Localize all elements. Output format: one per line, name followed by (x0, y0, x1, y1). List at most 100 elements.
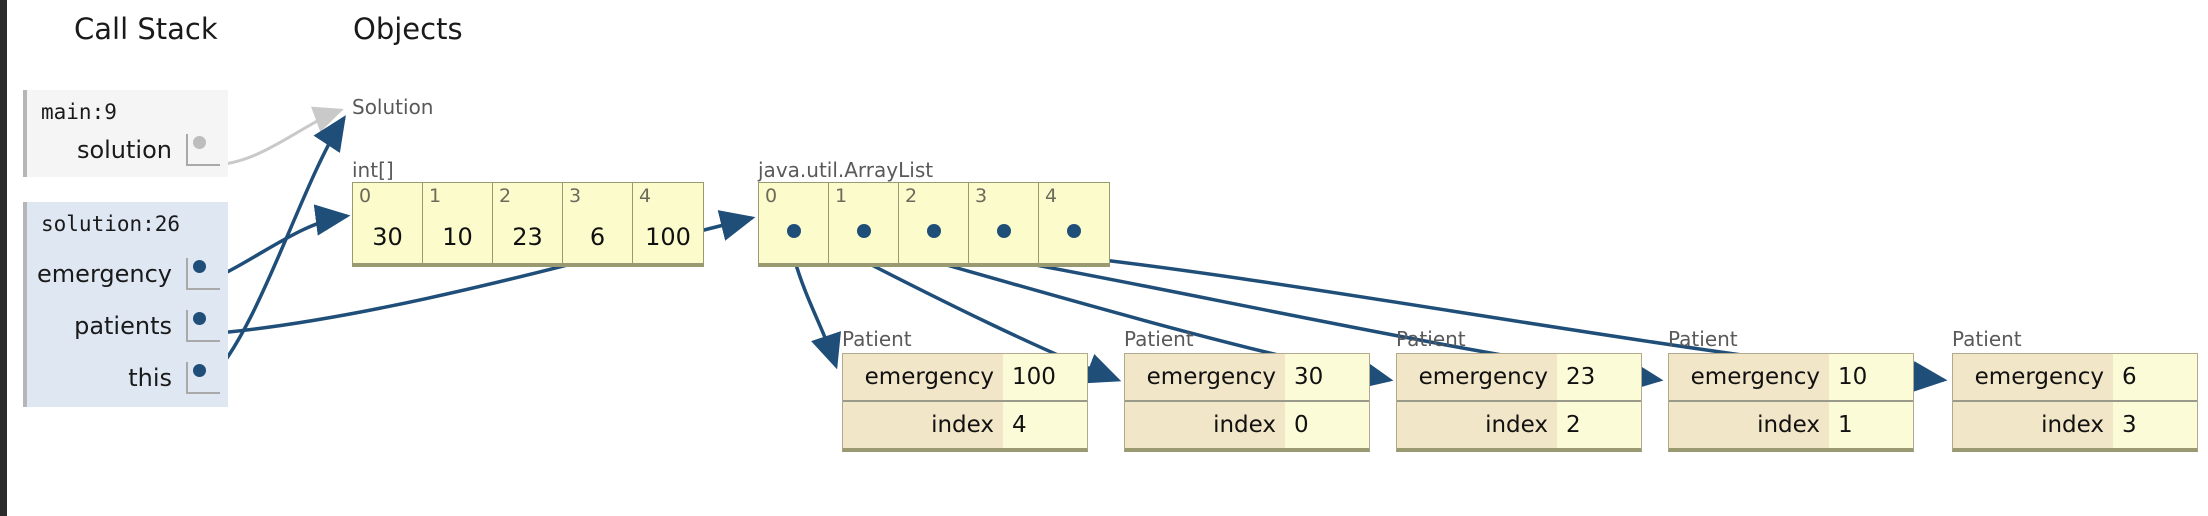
cell-index-label: 4 (639, 185, 652, 207)
cell-value: 100 (645, 223, 691, 251)
object-label-arraylist: java.util.ArrayList (758, 158, 934, 182)
record-field-value: 23 (1557, 354, 1641, 400)
record-field-name: index (843, 402, 1003, 448)
stack-frame-title: solution:26 (41, 212, 181, 236)
record-field-name: emergency (1125, 354, 1285, 400)
reference-dot-icon (193, 260, 206, 273)
patient-record[interactable]: emergency 6 index 3 (1952, 353, 2198, 452)
arraylist-cell[interactable]: 1 (829, 183, 899, 263)
arrow-emergency-to-int-array (206, 204, 351, 284)
stack-var-label: patients (74, 312, 172, 340)
record-field-name: emergency (1669, 354, 1829, 400)
stack-frame-main[interactable]: main:9 solution (23, 90, 228, 177)
stack-var-label: this (128, 364, 172, 392)
stack-frame-solution[interactable]: solution:26 emergency patients this (23, 202, 228, 407)
int-array-cell[interactable]: 4 100 (633, 183, 703, 263)
object-label-patient: Patient (1396, 327, 1466, 351)
int-array-cell[interactable]: 0 30 (353, 183, 423, 263)
left-edge-rail (0, 0, 7, 516)
record-row: emergency 23 (1397, 354, 1641, 402)
arrow-arraylist-0-to-patient-1 (792, 257, 841, 370)
record-field-value: 30 (1285, 354, 1369, 400)
record-field-value: 0 (1285, 402, 1369, 448)
cell-index-label: 3 (975, 185, 988, 207)
cell-value: 30 (372, 223, 403, 251)
object-label-patient: Patient (842, 327, 912, 351)
record-row: emergency 10 (1669, 354, 1913, 402)
stack-var-label: emergency (37, 260, 172, 288)
arraylist-cell[interactable]: 2 (899, 183, 969, 263)
cell-index-label: 1 (429, 185, 442, 207)
cell-value: 10 (442, 223, 473, 251)
record-row: emergency 100 (843, 354, 1087, 402)
stack-var-label: solution (76, 136, 172, 164)
arrow-main-solution-to-solution-object (210, 106, 344, 167)
patient-record[interactable]: emergency 100 index 4 (842, 353, 1088, 452)
reference-slot[interactable] (186, 310, 220, 342)
record-field-name: emergency (843, 354, 1003, 400)
cell-index-label: 2 (499, 185, 512, 207)
reference-dot-icon (193, 364, 206, 377)
reference-dot-icon (1067, 224, 1081, 238)
stack-var-emergency[interactable]: emergency (37, 254, 220, 294)
record-field-value: 6 (2113, 354, 2197, 400)
object-label-patient: Patient (1124, 327, 1194, 351)
reference-dot-icon (193, 312, 206, 325)
stack-var-this[interactable]: this (128, 358, 220, 398)
cell-index-label: 3 (569, 185, 582, 207)
object-label-patient: Patient (1668, 327, 1738, 351)
stack-frame-title: main:9 (41, 100, 117, 124)
record-row: index 4 (843, 402, 1087, 448)
objects-heading: Objects (353, 12, 463, 46)
reference-slot[interactable] (186, 134, 220, 166)
int-array-box[interactable]: 0 30 1 10 2 23 3 6 4 100 (352, 182, 704, 267)
arraylist-cell[interactable]: 4 (1039, 183, 1109, 263)
cell-index-label: 4 (1045, 185, 1058, 207)
record-field-value: 1 (1829, 402, 1913, 448)
record-row: index 2 (1397, 402, 1641, 448)
patient-record[interactable]: emergency 10 index 1 (1668, 353, 1914, 452)
record-row: index 3 (1953, 402, 2197, 448)
arraylist-cell[interactable]: 0 (759, 183, 829, 263)
stack-var-patients[interactable]: patients (74, 306, 220, 346)
cell-index-label: 1 (835, 185, 848, 207)
cell-value: 23 (512, 223, 543, 251)
patient-record[interactable]: emergency 23 index 2 (1396, 353, 1642, 452)
record-field-name: index (1397, 402, 1557, 448)
cell-index-label: 0 (359, 185, 372, 207)
arraylist-box[interactable]: 0 1 2 3 4 (758, 182, 1110, 267)
record-field-name: index (1669, 402, 1829, 448)
record-field-name: emergency (1397, 354, 1557, 400)
cell-index-label: 0 (765, 185, 778, 207)
record-row: index 0 (1125, 402, 1369, 448)
reference-slot[interactable] (186, 362, 220, 394)
record-field-value: 100 (1003, 354, 1087, 400)
record-row: emergency 6 (1953, 354, 2197, 402)
object-label-solution[interactable]: Solution (352, 95, 434, 119)
call-stack-heading: Call Stack (74, 12, 218, 46)
reference-dot-icon (996, 224, 1011, 238)
int-array-cell[interactable]: 2 23 (493, 183, 563, 263)
object-label-patient: Patient (1952, 327, 2022, 351)
reference-dot-icon (193, 136, 206, 149)
record-field-name: index (1125, 402, 1285, 448)
record-field-value: 3 (2113, 402, 2197, 448)
record-row: index 1 (1669, 402, 1913, 448)
object-label-int-array: int[] (352, 158, 394, 182)
reference-dot-icon (926, 224, 941, 238)
cell-index-label: 2 (905, 185, 918, 207)
record-field-name: index (1953, 402, 2113, 448)
record-row: emergency 30 (1125, 354, 1369, 402)
record-field-name: emergency (1953, 354, 2113, 400)
reference-dot-icon (786, 224, 801, 238)
arraylist-cell[interactable]: 3 (969, 183, 1039, 263)
record-field-value: 4 (1003, 402, 1087, 448)
int-array-cell[interactable]: 3 6 (563, 183, 633, 263)
reference-slot[interactable] (186, 258, 220, 290)
stack-var-solution[interactable]: solution (77, 130, 220, 170)
cell-value: 6 (589, 223, 606, 251)
int-array-cell[interactable]: 1 10 (423, 183, 493, 263)
patient-record[interactable]: emergency 30 index 0 (1124, 353, 1370, 452)
reference-dot-icon (856, 224, 871, 238)
